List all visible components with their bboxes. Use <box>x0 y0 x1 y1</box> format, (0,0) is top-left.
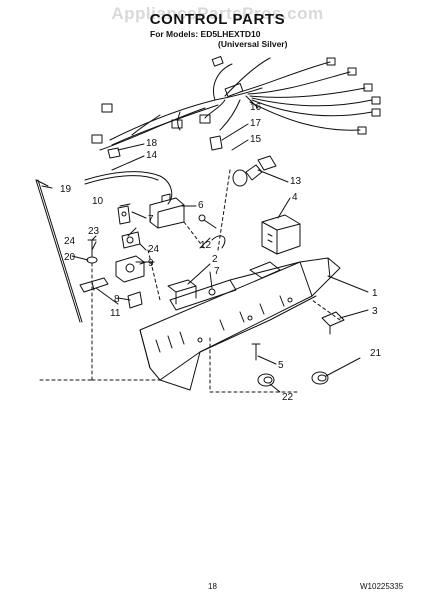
callout-14: 14 <box>146 150 158 161</box>
wire-harness <box>91 55 381 151</box>
clip-18 <box>107 147 121 159</box>
tube-14 <box>84 171 173 205</box>
leader-lines <box>41 95 369 393</box>
watermark: AppliancePartsPros.com <box>111 4 324 23</box>
screw-5 <box>251 343 261 361</box>
callout-24-right: 24 <box>148 244 160 255</box>
transformer-4 <box>261 214 301 255</box>
rod-19 <box>35 179 81 323</box>
callout-16: 16 <box>250 102 262 113</box>
button-21 <box>311 371 329 385</box>
screw-12 <box>198 214 226 249</box>
callout-4: 4 <box>292 192 298 203</box>
callout-labels: 16 17 15 18 14 13 4 6 19 10 7 23 24 24 1… <box>60 102 382 403</box>
clip-3 <box>321 311 345 335</box>
callout-9: 9 <box>148 258 154 269</box>
callout-15: 15 <box>250 134 262 145</box>
switch-assembly-6 <box>149 193 185 229</box>
color-note: (Universal Silver) <box>218 39 288 49</box>
callout-24-left: 24 <box>64 236 76 247</box>
page-number: 18 <box>208 582 217 591</box>
callout-20: 20 <box>64 252 76 263</box>
assembly-lines <box>39 169 341 393</box>
callout-18: 18 <box>146 138 158 149</box>
console-housing-1 <box>139 257 341 391</box>
callout-7-lower: 7 <box>214 266 220 277</box>
callout-8: 8 <box>114 294 120 305</box>
lamp-socket-17 <box>209 135 223 151</box>
callout-7-upper: 7 <box>148 214 154 225</box>
page-title: CONTROL PARTS <box>149 11 286 28</box>
callout-19: 19 <box>60 184 72 195</box>
screw-7 <box>208 288 216 296</box>
callout-10: 10 <box>92 196 104 207</box>
callout-1: 1 <box>372 288 378 299</box>
callout-17: 17 <box>250 118 262 129</box>
callout-21: 21 <box>370 348 382 359</box>
bracket-10 <box>117 205 131 225</box>
bracket-11 <box>79 277 109 293</box>
callout-2: 2 <box>212 254 218 265</box>
clip-8 <box>127 291 143 309</box>
callout-23: 23 <box>88 226 100 237</box>
bracket-24-upper <box>121 231 141 249</box>
callout-5: 5 <box>278 360 284 371</box>
callout-12: 12 <box>200 240 212 251</box>
callout-22: 22 <box>282 392 294 403</box>
callout-13: 13 <box>290 176 302 187</box>
callout-6: 6 <box>198 200 204 211</box>
document-number: W10225335 <box>360 582 404 591</box>
lamp-15 <box>232 155 277 187</box>
models-line: For Models: ED5LHEXTD10 <box>150 29 261 39</box>
button-22 <box>257 373 275 387</box>
callout-3: 3 <box>372 306 378 317</box>
switch-2 <box>167 279 197 305</box>
callout-11: 11 <box>110 308 121 319</box>
